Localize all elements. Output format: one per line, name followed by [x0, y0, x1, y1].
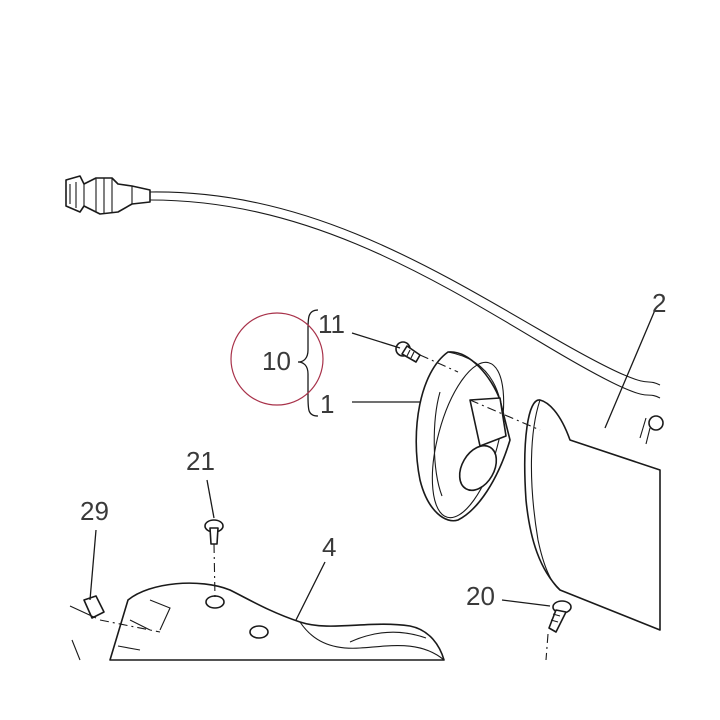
part-29-clip	[69, 595, 105, 661]
part-20-bolt	[548, 600, 572, 633]
callout-2: 2	[652, 288, 666, 318]
part-2-housing	[523, 399, 664, 631]
cable-connector	[65, 175, 151, 215]
part-1-cover	[415, 351, 511, 522]
sensor-cable	[65, 175, 661, 399]
part-21-screw	[204, 519, 224, 545]
housing-bolt	[639, 415, 664, 445]
callout-1: 1	[320, 389, 334, 419]
callout-29: 29	[80, 496, 109, 526]
part-11-screw	[395, 341, 421, 363]
callout-20: 20	[466, 581, 495, 611]
highlight-circle	[230, 312, 324, 406]
alignment-lines	[99, 354, 549, 661]
part-4-lower-cover	[109, 582, 445, 661]
leader-lines	[89, 309, 656, 621]
callout-21: 21	[186, 446, 215, 476]
group-brace	[297, 309, 319, 417]
callout-11: 11	[318, 309, 345, 339]
callout-4: 4	[322, 532, 336, 562]
callout-10: 10	[262, 346, 291, 376]
